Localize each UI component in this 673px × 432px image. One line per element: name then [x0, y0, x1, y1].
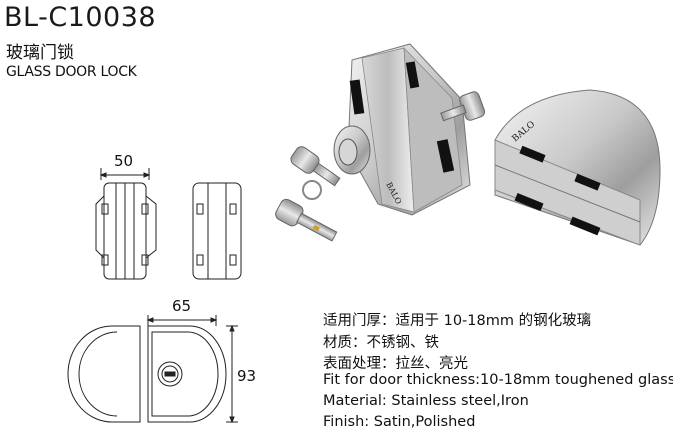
spec-material-cn: 材质：不锈钢、铁 — [323, 335, 439, 351]
dim-bottom-width: 65 — [172, 297, 191, 315]
dim-bottom-height: 93 — [237, 367, 256, 385]
side-view-back — [192, 182, 242, 280]
spec-finish-en: Finish: Satin,Polished — [323, 414, 476, 430]
spec-door-thickness-cn: 适用门厚：适用于 10-18mm 的钢化玻璃 — [323, 313, 592, 329]
model-number: BL-C10038 — [4, 2, 157, 33]
strike-body: BALO — [494, 89, 661, 246]
spec-material-en: Material: Stainless steel,Iron — [323, 393, 529, 409]
front-view — [67, 315, 238, 424]
side-view-front — [95, 168, 157, 280]
spec-door-thickness-en: Fit for door thickness:10-18mm toughened… — [323, 372, 673, 388]
product-name-en: GLASS DOOR LOCK — [6, 64, 137, 80]
dim-side-width: 50 — [114, 152, 133, 170]
spec-finish-cn: 表面处理：拉丝、亮光 — [323, 356, 468, 372]
key-icon — [275, 91, 486, 242]
product-name-cn: 玻璃门锁 — [6, 43, 74, 63]
product-render: BALO BALO — [275, 43, 661, 246]
lock-body: BALO — [333, 43, 471, 216]
